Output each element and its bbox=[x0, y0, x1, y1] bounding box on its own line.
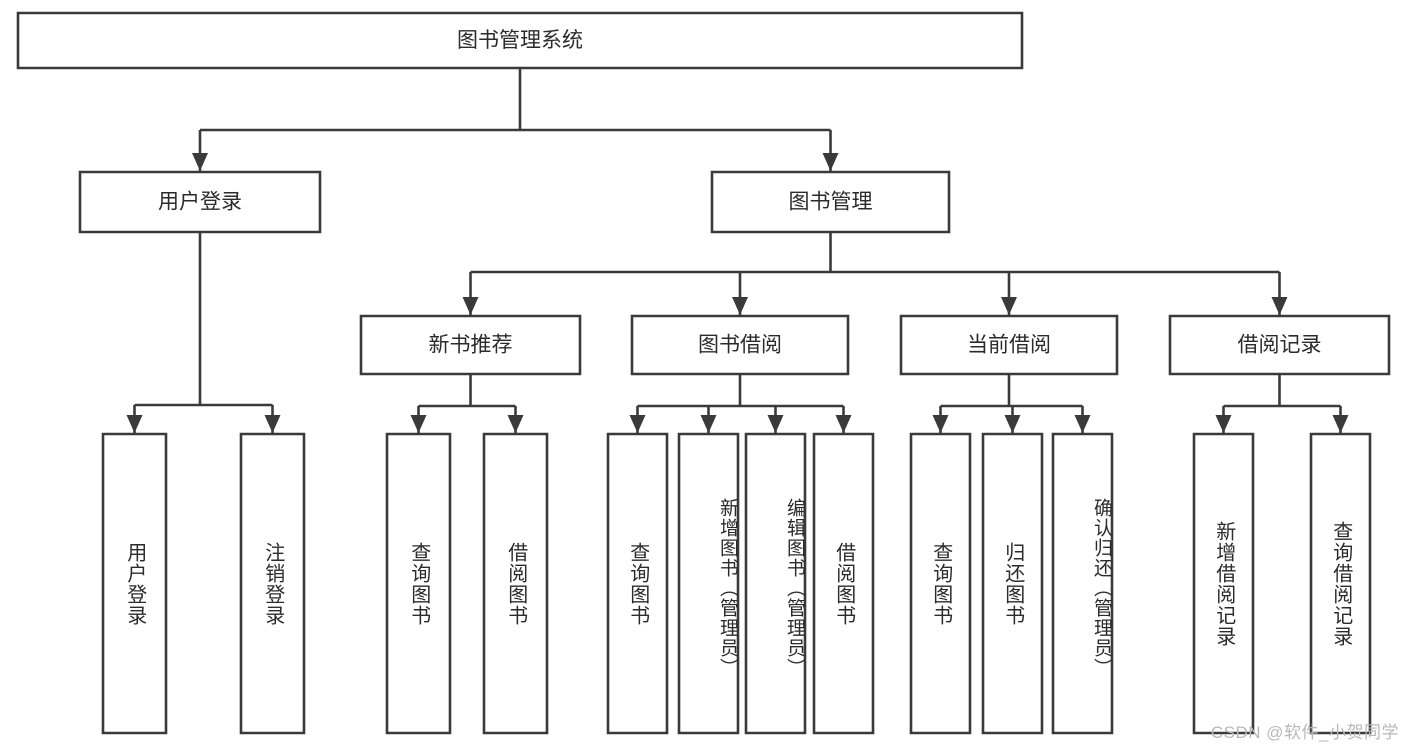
connector-layer bbox=[126, 68, 1349, 433]
arrow-icon-leaf-user-login bbox=[126, 415, 143, 433]
box-layer bbox=[18, 13, 1389, 733]
node-label-borrow-record: 借阅记录 bbox=[1238, 334, 1322, 357]
arrow-icon-leaf-user-logout bbox=[264, 415, 281, 433]
node-box-leaf-borrow-book-recommend[interactable] bbox=[484, 434, 547, 733]
node-box-new-book-recommend[interactable] bbox=[361, 316, 580, 374]
arrow-icon-leaf-borrow-book bbox=[835, 415, 852, 433]
arrow-icon-leaf-borrow-book-recommend bbox=[507, 415, 524, 433]
node-box-leaf-query-book-recommend[interactable] bbox=[387, 434, 450, 733]
node-box-leaf-borrow-book[interactable] bbox=[814, 434, 873, 733]
node-label-new-book-recommend: 新书推荐 bbox=[429, 334, 513, 357]
csdn-watermark: CSDN @软件_小贺同学 bbox=[1210, 723, 1399, 742]
node-box-leaf-user-login[interactable] bbox=[103, 434, 166, 733]
node-box-leaf-query-book-borrow[interactable] bbox=[608, 434, 667, 733]
node-box-user-login[interactable] bbox=[80, 172, 320, 232]
node-box-leaf-return-book[interactable] bbox=[983, 434, 1042, 733]
node-box-current-borrow[interactable] bbox=[901, 316, 1117, 374]
node-box-leaf-add-borrow-record[interactable] bbox=[1194, 434, 1253, 733]
arrow-icon-leaf-confirm-return-admin bbox=[1074, 415, 1091, 433]
arrow-icon-leaf-return-book bbox=[1004, 415, 1021, 433]
arrow-icon-leaf-query-book-current bbox=[932, 415, 949, 433]
node-box-book-management[interactable] bbox=[712, 172, 949, 232]
node-box-leaf-query-borrow-record[interactable] bbox=[1311, 434, 1370, 733]
node-label-root: 图书管理系统 bbox=[457, 29, 583, 52]
node-box-leaf-query-book-current[interactable] bbox=[911, 434, 970, 733]
node-box-leaf-add-book-admin[interactable] bbox=[679, 434, 738, 733]
node-box-leaf-user-logout[interactable] bbox=[241, 434, 304, 733]
arrow-icon-leaf-edit-book-admin bbox=[767, 415, 784, 433]
node-box-leaf-edit-book-admin[interactable] bbox=[746, 434, 805, 733]
arrow-icon-book-management bbox=[822, 153, 839, 171]
node-label-user-login: 用户登录 bbox=[158, 191, 242, 214]
arrow-icon-leaf-add-book-admin bbox=[700, 415, 717, 433]
arrow-icon-book-borrow bbox=[732, 297, 748, 315]
node-box-book-borrow[interactable] bbox=[632, 316, 848, 374]
node-box-borrow-record[interactable] bbox=[1170, 316, 1389, 374]
node-label-book-management: 图书管理 bbox=[789, 191, 873, 214]
arrow-icon-leaf-add-borrow-record bbox=[1215, 415, 1232, 433]
node-box-root[interactable] bbox=[18, 13, 1022, 68]
arrow-icon-leaf-query-book-recommend bbox=[410, 415, 427, 433]
arrow-icon-new-book-recommend bbox=[462, 297, 479, 315]
arrow-icon-borrow-record bbox=[1271, 297, 1288, 315]
node-box-leaf-confirm-return-admin[interactable] bbox=[1053, 434, 1112, 733]
arrow-icon-leaf-query-book-borrow bbox=[629, 415, 646, 433]
arrow-icon-leaf-query-borrow-record bbox=[1332, 415, 1349, 433]
arrow-icon-current-borrow bbox=[1001, 297, 1017, 315]
node-label-book-borrow: 图书借阅 bbox=[698, 334, 782, 357]
arrow-icon-user-login bbox=[192, 153, 208, 171]
node-label-current-borrow: 当前借阅 bbox=[967, 334, 1051, 357]
